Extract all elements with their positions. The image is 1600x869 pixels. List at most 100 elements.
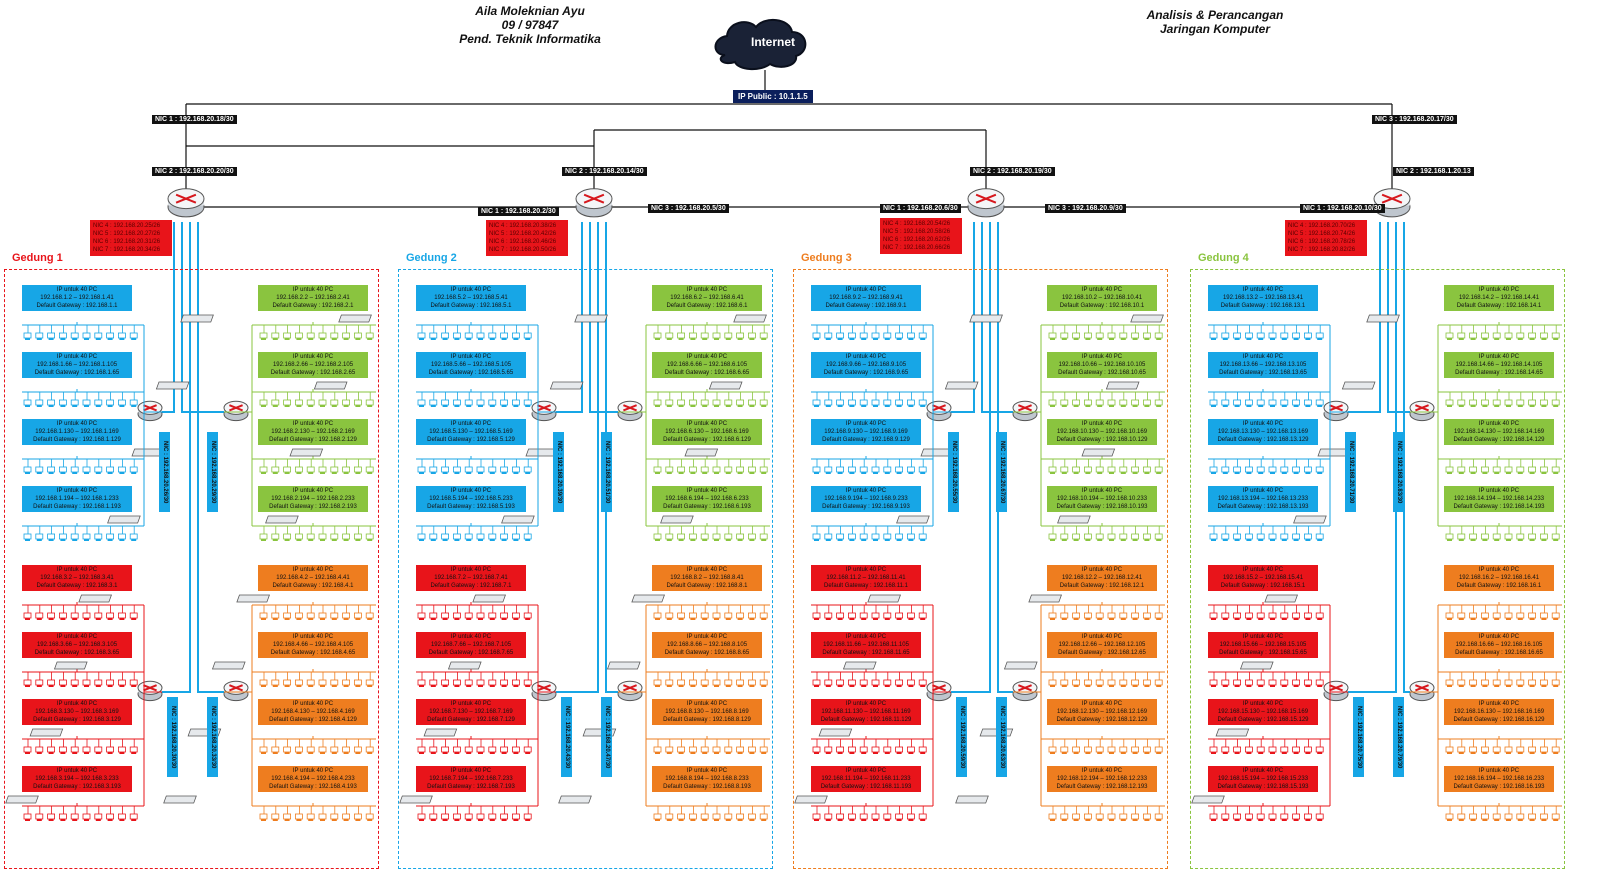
- switch-icon: [1081, 448, 1116, 457]
- pc-base: [95, 338, 101, 340]
- pc-base: [837, 338, 843, 340]
- pc-base: [60, 618, 66, 620]
- pc-base: [131, 539, 137, 541]
- vertical-nic-label: NIC : 192.168.20.75/30: [1353, 697, 1364, 777]
- pc-base: [1120, 539, 1126, 541]
- pc-base: [131, 819, 137, 821]
- pc-base: [25, 618, 30, 620]
- pc-base: [1553, 752, 1559, 754]
- pc-base: [95, 752, 101, 754]
- switch-icon: [1341, 381, 1376, 390]
- box-title: IP untuk 40 PC: [292, 634, 334, 640]
- box-title: IP untuk 40 PC: [292, 567, 334, 573]
- pc-base: [84, 405, 89, 407]
- pc-base: [442, 338, 448, 340]
- pc-base: [60, 752, 66, 754]
- pc-base: [131, 752, 137, 754]
- pc-base: [343, 472, 349, 474]
- floor-router-icon-arrow: [1329, 684, 1343, 692]
- pc-base: [419, 752, 424, 754]
- default-gateway: Default Gateway : 192.168.13.193: [1217, 504, 1309, 510]
- pc-base: [320, 819, 325, 821]
- pc-base: [1120, 752, 1126, 754]
- pc-base: [737, 405, 743, 407]
- switch-icon: [180, 314, 214, 323]
- building-name: Gedung 4: [1198, 252, 1249, 264]
- box-title: IP untuk 40 PC: [450, 701, 492, 707]
- pc-base: [525, 472, 531, 474]
- pc-base: [107, 539, 113, 541]
- pc-base: [1458, 752, 1464, 754]
- pc-base: [737, 618, 743, 620]
- pc-base: [1458, 338, 1464, 340]
- pc-base: [814, 472, 819, 474]
- pc-base: [837, 539, 843, 541]
- pc-base: [1458, 472, 1464, 474]
- ip-range: 192.168.10.194 – 192.168.10.233: [1056, 496, 1148, 502]
- pc-base: [1246, 819, 1252, 821]
- pc-base: [849, 752, 855, 754]
- course-block: Analisis & Perancangan Jaringan Komputer: [1120, 8, 1310, 36]
- pc-base: [714, 685, 719, 687]
- box-title: IP untuk 40 PC: [450, 287, 492, 293]
- pc-base: [442, 472, 448, 474]
- box-title: IP untuk 40 PC: [450, 421, 492, 427]
- pc-base: [1553, 539, 1559, 541]
- box-title: IP untuk 40 PC: [292, 701, 334, 707]
- ip-range: 192.168.7.2 – 192.168.7.41: [434, 575, 508, 581]
- default-gateway: Default Gateway : 192.168.4.193: [269, 784, 357, 790]
- pc-base: [702, 472, 708, 474]
- pc-base: [478, 819, 483, 821]
- pc-base: [884, 685, 890, 687]
- pc-base: [1553, 405, 1559, 407]
- switch-icon: [631, 594, 665, 603]
- pc-base: [920, 338, 926, 340]
- box-title: IP untuk 40 PC: [1478, 768, 1520, 774]
- nic-list-item: NIC 5 : 192.168.20.27/26: [93, 231, 161, 237]
- pc-base: [666, 539, 672, 541]
- pc-base: [320, 405, 325, 407]
- pc-base: [1234, 618, 1240, 620]
- pc-base: [896, 618, 902, 620]
- vertical-nic-label: NIC : 192.168.20.67/30: [996, 432, 1007, 512]
- pc-base: [825, 819, 831, 821]
- box-title: IP untuk 40 PC: [1081, 354, 1123, 360]
- pc-base: [1222, 539, 1228, 541]
- pc-base: [513, 472, 519, 474]
- switch-icon: [818, 728, 853, 737]
- pc-base: [1517, 405, 1523, 407]
- pc-base: [355, 752, 361, 754]
- ip-range: 192.168.14.66 – 192.168.14.105: [1455, 362, 1543, 368]
- pc-base: [761, 685, 767, 687]
- default-gateway: Default Gateway : 192.168.3.65: [34, 650, 120, 656]
- ip-range: 192.168.8.66 – 192.168.8.105: [666, 642, 748, 648]
- default-gateway: Default Gateway : 192.168.4.65: [270, 650, 356, 656]
- ip-range: 192.168.11.2 – 192.168.11.41: [826, 575, 906, 581]
- router2-nic-label: NIC 2 : 192.168.20.14/30: [562, 167, 647, 176]
- default-gateway: Default Gateway : 192.168.2.1: [272, 303, 354, 309]
- pc-base: [454, 539, 460, 541]
- pc-base: [525, 618, 531, 620]
- pc-base: [1293, 472, 1299, 474]
- pc-base: [655, 618, 660, 620]
- pc-base: [702, 618, 708, 620]
- pc-base: [1246, 472, 1252, 474]
- ip-range: 192.168.13.66 – 192.168.13.105: [1219, 362, 1307, 368]
- pc-base: [296, 539, 302, 541]
- default-gateway: Default Gateway : 192.168.13.1: [1220, 303, 1306, 309]
- pc-base: [367, 338, 373, 340]
- pc-base: [430, 618, 436, 620]
- pc-base: [284, 618, 290, 620]
- pc-base: [442, 752, 448, 754]
- pc-base: [1458, 539, 1464, 541]
- ip-range: 192.168.14.130 – 192.168.14.169: [1453, 429, 1545, 435]
- pc-base: [454, 405, 460, 407]
- pc-base: [367, 539, 373, 541]
